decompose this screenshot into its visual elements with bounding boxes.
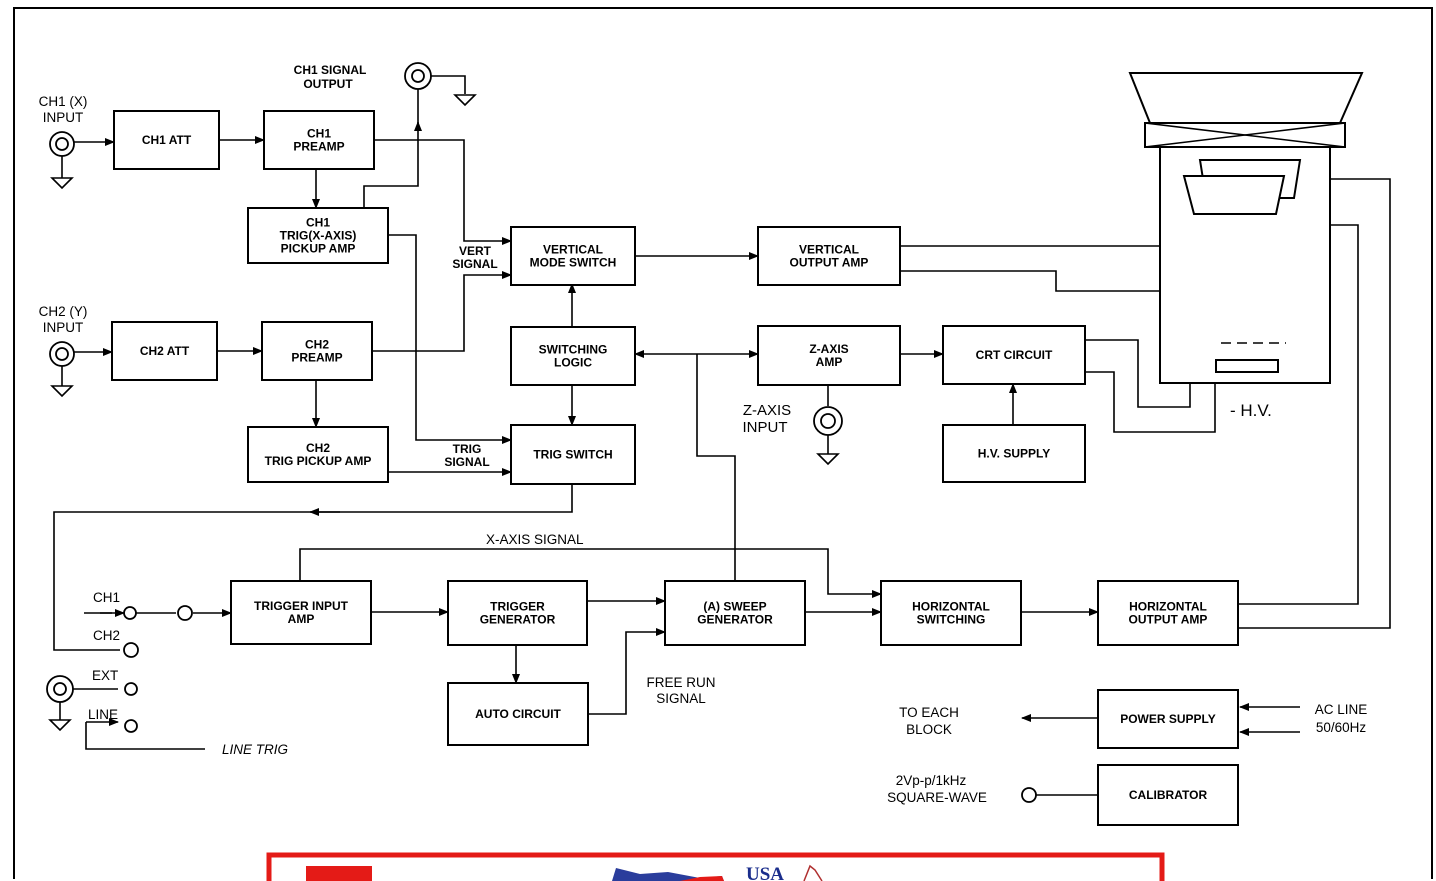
banner-usa-text: USA — [746, 864, 784, 881]
ch1-switch-contact — [123, 606, 137, 620]
footer-banner: USA — [266, 852, 1165, 881]
trig-switch-block: TRIG SWITCH — [510, 424, 636, 485]
ext-switch-contact — [124, 682, 138, 696]
line-trig-label: LINE TRIG — [222, 742, 288, 757]
hv-supply-label: H.V. SUPPLY — [978, 447, 1050, 461]
ch1-att-block: CH1 ATT — [113, 110, 220, 170]
connectors — [46, 62, 1037, 803]
ch2-att-block: CH2 ATT — [111, 321, 218, 381]
ch1-input-jack — [49, 131, 75, 190]
line-switch-contact — [124, 719, 138, 733]
line-trigger-source-label: LINE — [88, 707, 118, 722]
ch1-att-label: CH1 ATT — [142, 133, 192, 147]
hv-label: - H.V. — [1230, 401, 1272, 420]
ch2-input-label: CH2 (Y)INPUT — [39, 304, 88, 335]
banner-flag-graphic — [612, 868, 724, 881]
ch1-input-label: CH1 (X)INPUT — [39, 94, 88, 125]
diagram-frame — [13, 7, 1433, 879]
crt-circuit-label: CRT CIRCUIT — [976, 348, 1053, 362]
ch2-att-label: CH2 ATT — [140, 344, 190, 358]
calibrator-output-jack — [1021, 787, 1037, 803]
x-axis-signal-label: X-AXIS SIGNAL — [486, 532, 584, 547]
crt-tube — [1128, 72, 1364, 384]
calibrator-label: CALIBRATOR — [1129, 788, 1208, 802]
banner-flag-stripe — [680, 876, 724, 881]
ext-trigger-jack — [46, 675, 74, 732]
banner-logo-block — [306, 866, 372, 881]
auto-circuit-block: AUTO CIRCUIT — [447, 682, 589, 746]
ch1-switch-contact-2 — [177, 605, 193, 621]
ext-trigger-source-label: EXT — [92, 668, 118, 683]
power-supply-block: POWER SUPPLY — [1097, 689, 1239, 749]
z-axis-input-jack — [813, 406, 843, 466]
ch1-output-jack — [404, 62, 477, 107]
ch2-switch-contact — [123, 642, 139, 658]
banner-emblem-icon — [803, 864, 823, 881]
crt-circuit-block: CRT CIRCUIT — [942, 325, 1086, 385]
ch1-trigger-source-label: CH1 — [93, 590, 120, 605]
hv-supply-block: H.V. SUPPLY — [942, 424, 1086, 483]
ch2-input-jack — [49, 341, 75, 398]
calibrator-block: CALIBRATOR — [1097, 764, 1239, 826]
ch2-trigger-source-label: CH2 — [93, 628, 120, 643]
banner-border — [266, 852, 1165, 881]
trig-switch-label: TRIG SWITCH — [533, 448, 612, 462]
power-supply-label: POWER SUPPLY — [1120, 712, 1216, 726]
auto-circuit-label: AUTO CIRCUIT — [475, 707, 561, 721]
